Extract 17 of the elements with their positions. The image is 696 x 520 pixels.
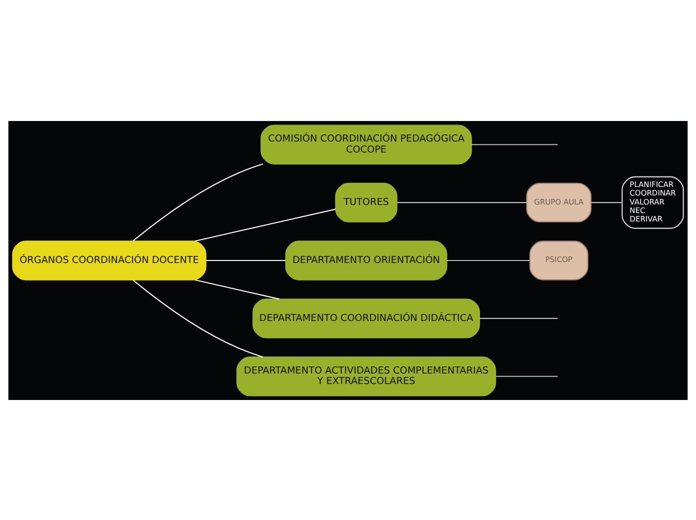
connector bbox=[132, 279, 264, 358]
connector bbox=[447, 259, 530, 261]
connector bbox=[194, 208, 336, 242]
node-box: TUTORES bbox=[335, 182, 398, 222]
connector bbox=[471, 144, 558, 145]
connector bbox=[206, 259, 286, 261]
connector bbox=[592, 202, 622, 203]
connector bbox=[480, 317, 558, 318]
connector bbox=[397, 202, 527, 203]
connector bbox=[496, 375, 558, 376]
connector bbox=[194, 278, 280, 300]
node-box: ÓRGANOS COORDINACIÓN DOCENTE bbox=[12, 240, 206, 280]
connector bbox=[132, 162, 264, 241]
node-box: DEPARTAMENTO ORIENTACIÓN bbox=[285, 240, 448, 280]
node-box: COMISIÓN COORDINACIÓN PEDAGÓGICA COCOPE bbox=[260, 124, 472, 164]
node-box: DEPARTAMENTO COORDINACIÓN DIDÁCTICA bbox=[252, 298, 480, 338]
node-box: DEPARTAMENTO ACTIVIDADES COMPLEMENTARIAS Y EXTRAESCOLARES bbox=[236, 356, 496, 396]
